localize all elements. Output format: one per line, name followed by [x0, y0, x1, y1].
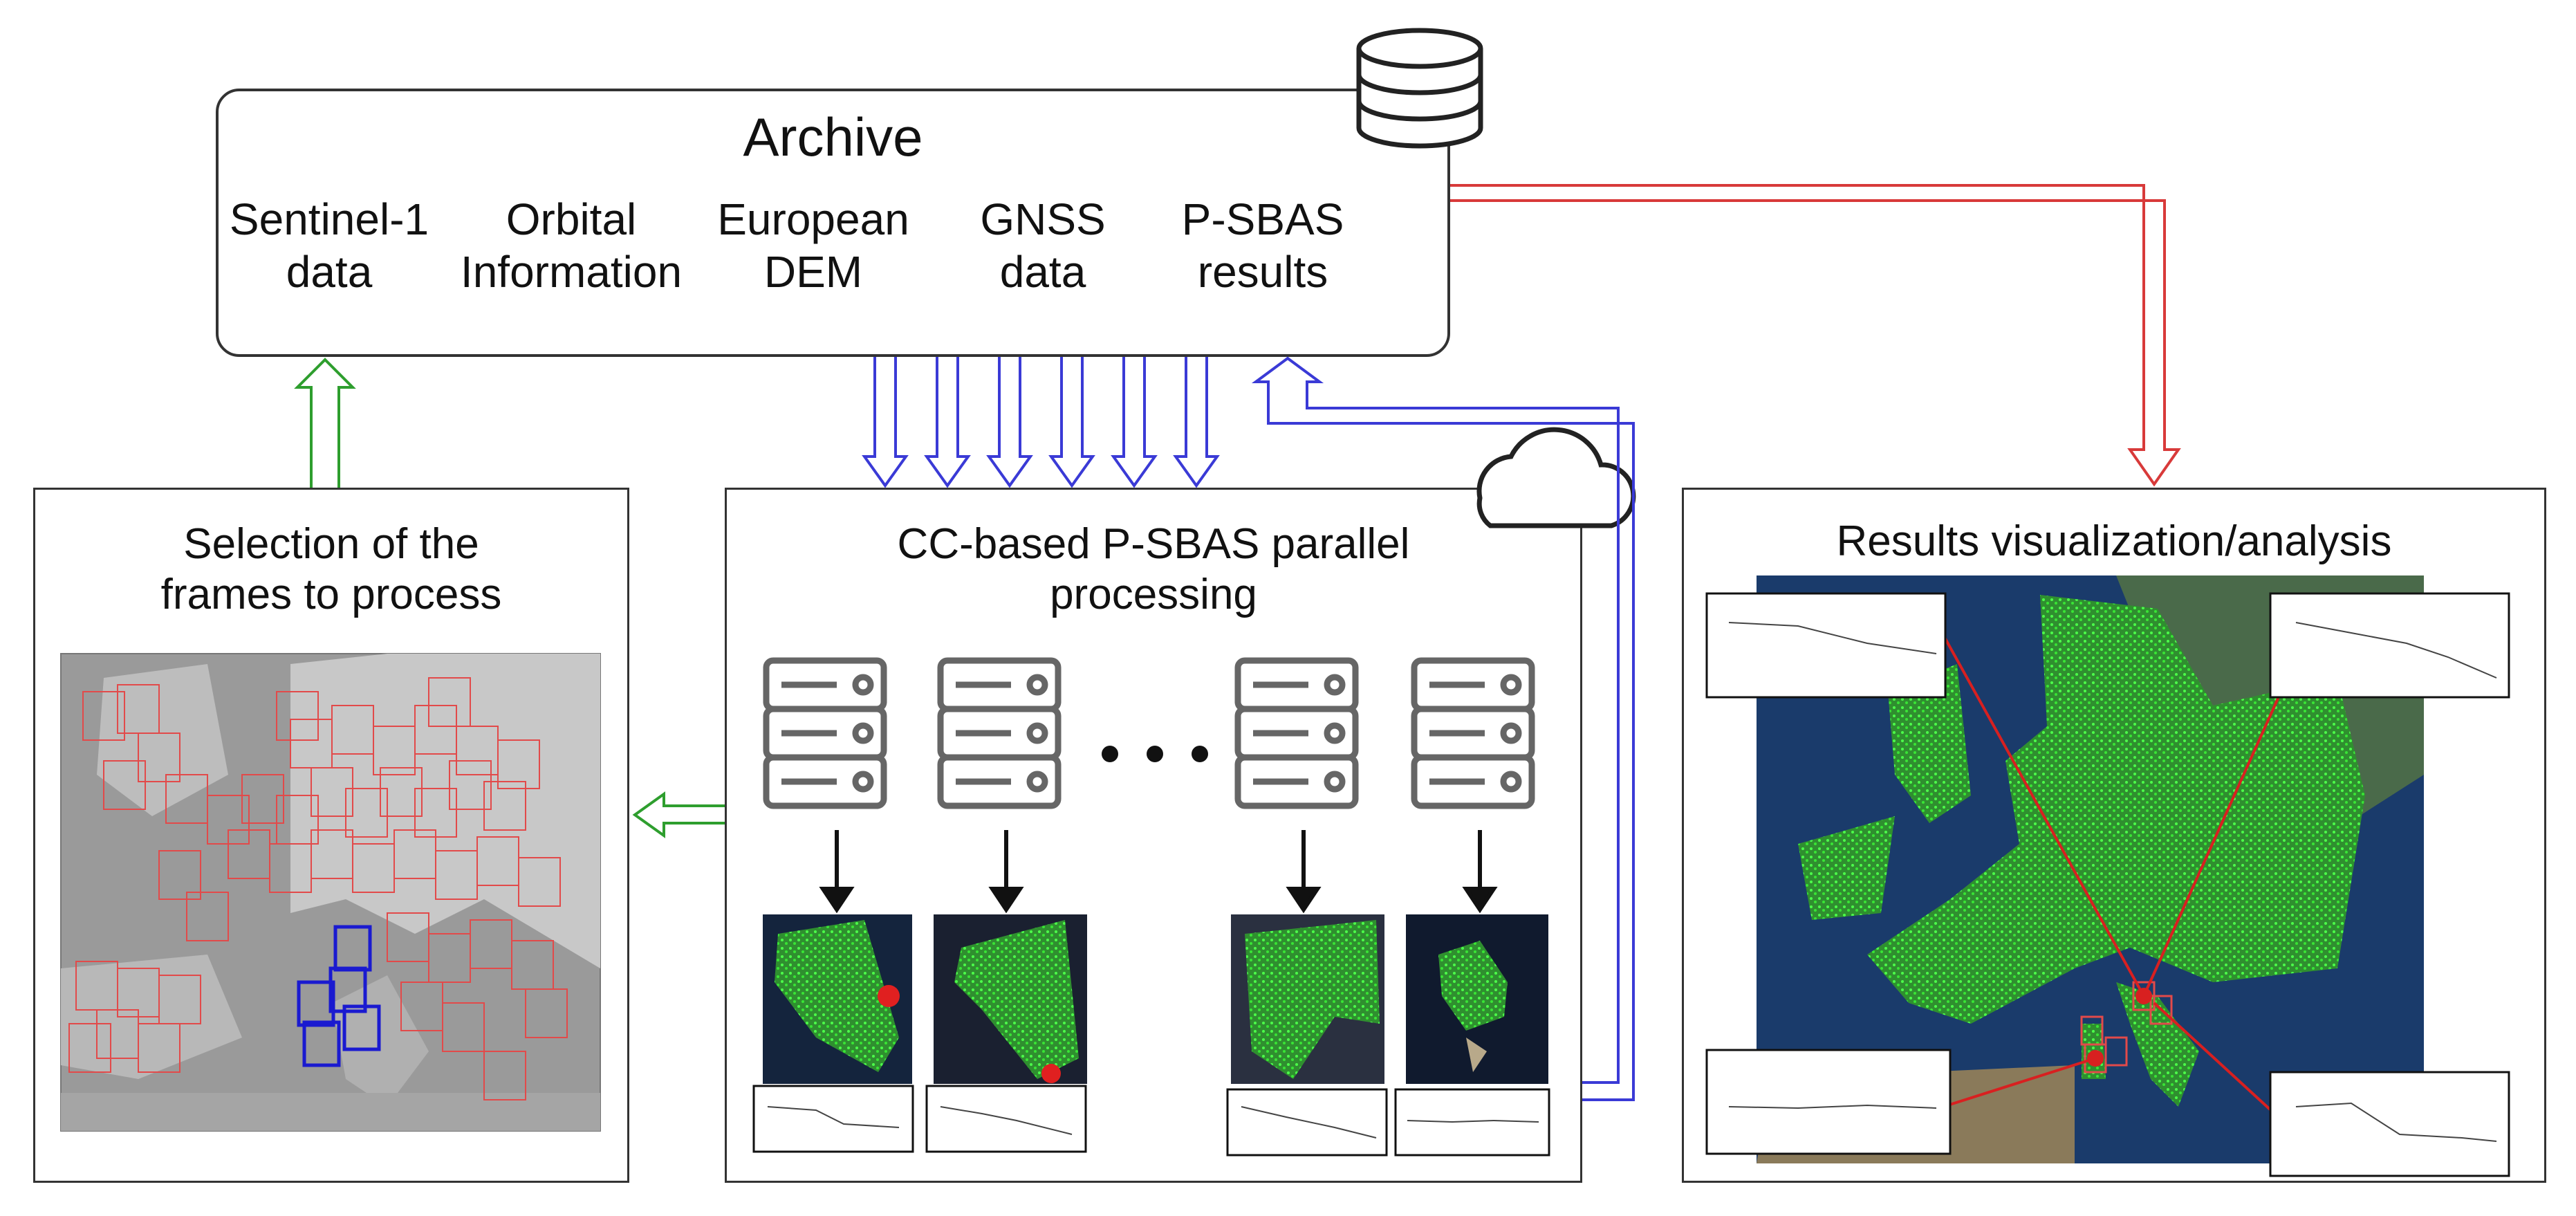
- ellipsis-dots: [1102, 746, 1208, 762]
- green-up-arrow: [294, 358, 356, 488]
- archive-title: Archive: [743, 107, 923, 167]
- processing-time-series: [752, 1085, 1550, 1157]
- processing-title: CC-based P-SBAS parallel processing: [897, 520, 1410, 619]
- archive-box: Archive Sentinel-1 data Orbital Informat…: [216, 89, 1450, 357]
- server-icon: [763, 657, 887, 809]
- cloud-icon: [1476, 427, 1636, 528]
- selection-title: Selection of the frames to process: [160, 520, 502, 619]
- green-left-arrow: [632, 791, 725, 838]
- source-gnss: GNSS data: [980, 194, 1106, 297]
- source-sentinel1: Sentinel-1 data: [229, 194, 429, 297]
- frames-map: [60, 653, 601, 1132]
- server-icon: [1234, 657, 1359, 809]
- source-orbital: Orbital Information: [460, 194, 683, 297]
- server-output-arrows: [819, 830, 1498, 914]
- processing-series-lines: [767, 1106, 1539, 1139]
- results-title: Results visualization/analysis: [1836, 517, 2392, 565]
- processing-thumbnails: [763, 914, 1548, 1084]
- source-psbas: P-SBAS results: [1181, 194, 1344, 297]
- blue-return-arrow: [1251, 356, 1635, 1101]
- blue-down-arrows: [862, 357, 1220, 488]
- server-icon: [1411, 657, 1535, 809]
- red-arrow: [1450, 184, 2181, 487]
- database-icon: [1356, 28, 1483, 149]
- results-series-lines: [1728, 622, 2497, 1142]
- server-icon: [937, 657, 1062, 809]
- source-dem: European DEM: [717, 194, 909, 297]
- results-time-series: [1705, 592, 2510, 1177]
